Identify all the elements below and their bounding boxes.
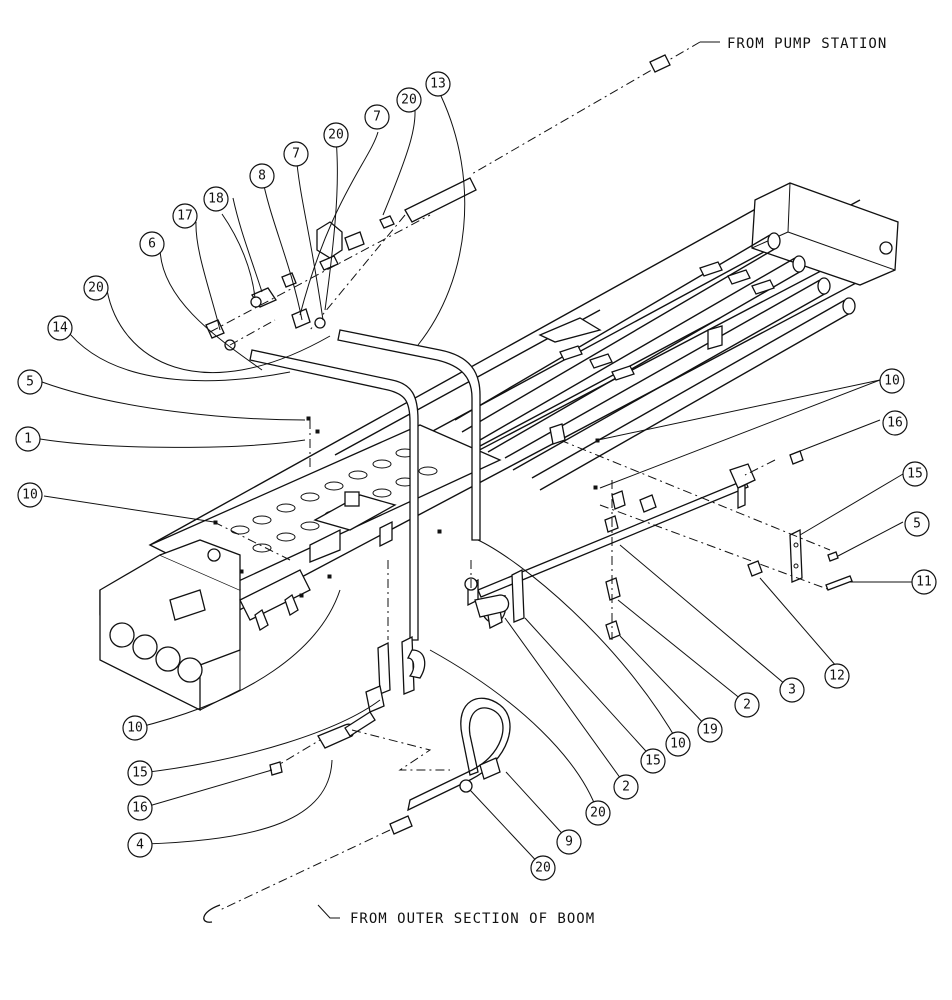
svg-text:10: 10 <box>127 721 143 736</box>
svg-text:10: 10 <box>670 737 686 752</box>
balloon-2-a: 2 <box>734 692 760 718</box>
svg-text:5: 5 <box>26 375 34 390</box>
balloon-10-a: 10 <box>17 482 43 508</box>
svg-text:3: 3 <box>788 683 796 698</box>
hose-13 <box>337 329 481 541</box>
balloon-20-b: 20 <box>323 122 349 148</box>
balloon-13: 13 <box>425 71 451 97</box>
balloon-13-label: 13 <box>430 77 446 92</box>
balloon-4: 4 <box>127 832 153 858</box>
svg-text:18: 18 <box>208 192 224 207</box>
balloon-7-a: 7 <box>364 104 390 130</box>
balloon-1: 1 <box>15 426 41 452</box>
balloon-2-b: 2 <box>613 774 639 800</box>
svg-text:7: 7 <box>373 110 381 125</box>
balloon-17: 17 <box>172 203 198 229</box>
svg-text:15: 15 <box>132 766 148 781</box>
hose-loop-9 <box>203 697 511 923</box>
bracket-15-right <box>559 439 853 591</box>
balloon-15-a: 15 <box>902 461 928 487</box>
balloon-15-c: 15 <box>127 760 153 786</box>
balloon-12: 12 <box>824 663 850 689</box>
svg-text:11: 11 <box>916 575 932 590</box>
balloon-8: 8 <box>249 163 275 189</box>
balloon-20-e: 20 <box>530 855 556 881</box>
balloon-11: 11 <box>911 569 937 595</box>
svg-text:20: 20 <box>401 93 417 108</box>
note-from-outer-section: FROM OUTER SECTION OF BOOM <box>350 911 595 927</box>
balloon-20-d: 20 <box>585 800 611 826</box>
svg-text:16: 16 <box>887 416 903 431</box>
svg-text:20: 20 <box>535 861 551 876</box>
balloon-20-a: 20 <box>396 87 422 113</box>
note-from-pump-station: FROM PUMP STATION <box>727 36 887 52</box>
balloon-10-b: 10 <box>879 368 905 394</box>
svg-text:10: 10 <box>22 488 38 503</box>
balloon-16-b: 16 <box>127 795 153 821</box>
svg-text:1: 1 <box>24 432 32 447</box>
balloon-3: 3 <box>779 677 805 703</box>
leader-lines <box>39 95 912 869</box>
svg-text:17: 17 <box>177 209 193 224</box>
svg-text:8: 8 <box>258 169 266 184</box>
svg-text:19: 19 <box>702 723 718 738</box>
balloon-10-d: 10 <box>122 715 148 741</box>
balloon-14: 14 <box>47 315 73 341</box>
svg-text:9: 9 <box>565 835 573 850</box>
balloon-10-c: 10 <box>665 731 691 757</box>
balloon-5-a: 5 <box>17 369 43 395</box>
balloon-6: 6 <box>139 231 165 257</box>
balloon-9: 9 <box>556 829 582 855</box>
balloon-18: 18 <box>203 186 229 212</box>
svg-text:7: 7 <box>292 147 300 162</box>
svg-text:4: 4 <box>136 838 144 853</box>
svg-text:15: 15 <box>907 467 923 482</box>
balloon-19: 19 <box>697 717 723 743</box>
hardware-points <box>213 416 600 598</box>
svg-text:12: 12 <box>829 669 845 684</box>
balloon-5-b: 5 <box>904 511 930 537</box>
svg-text:2: 2 <box>743 698 751 713</box>
svg-text:6: 6 <box>148 237 156 252</box>
balloon-7-b: 7 <box>283 141 309 167</box>
balloon-15-b: 15 <box>640 748 666 774</box>
balloon-20-c: 20 <box>83 275 109 301</box>
svg-text:20: 20 <box>328 128 344 143</box>
svg-text:20: 20 <box>590 806 606 821</box>
svg-text:16: 16 <box>132 801 148 816</box>
svg-text:10: 10 <box>884 374 900 389</box>
clamp-parts <box>549 423 763 640</box>
fittings-cluster <box>205 214 431 351</box>
lower-left-assembly <box>269 560 450 776</box>
svg-text:20: 20 <box>88 281 104 296</box>
lower-right-assembly <box>464 560 525 623</box>
svg-text:14: 14 <box>52 321 68 336</box>
svg-text:15: 15 <box>645 754 661 769</box>
balloon-16-a: 16 <box>882 410 908 436</box>
supply-line <box>309 41 720 331</box>
svg-text:5: 5 <box>913 517 921 532</box>
svg-text:2: 2 <box>622 780 630 795</box>
